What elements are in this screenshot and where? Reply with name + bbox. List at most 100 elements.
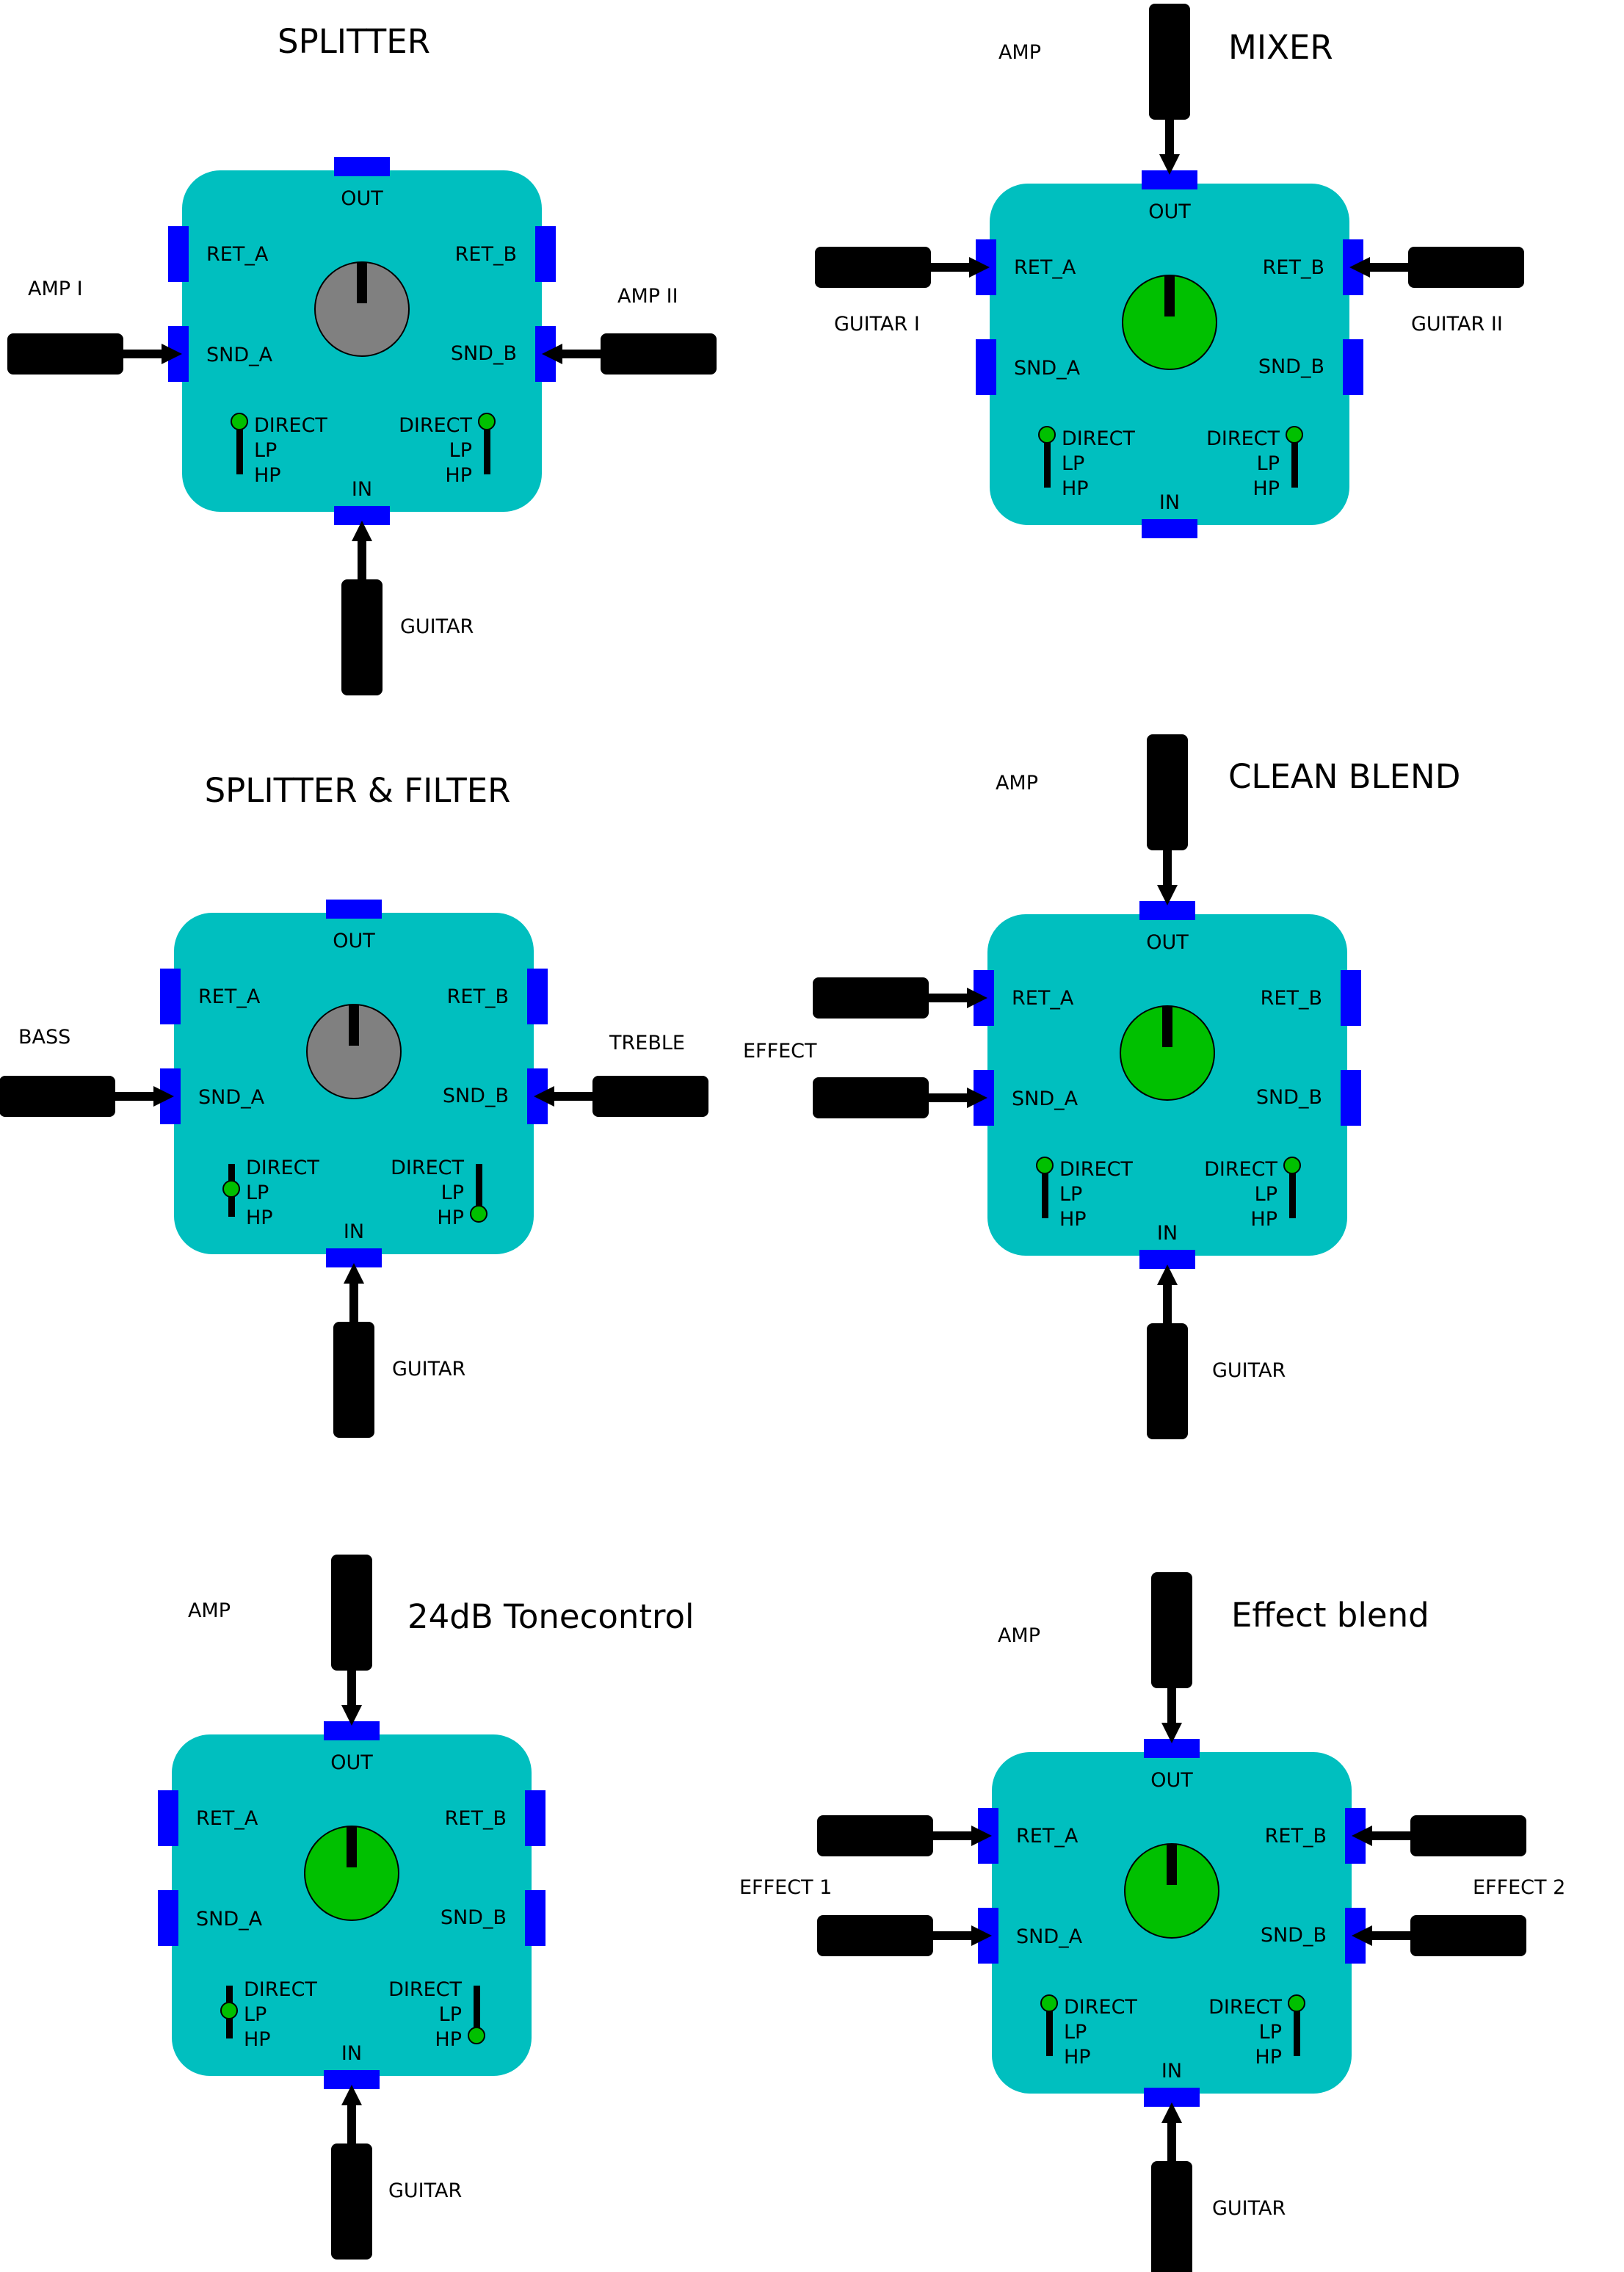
in-label: IN: [352, 478, 372, 501]
bottom-cable: [1167, 2114, 1176, 2163]
led-icon: [231, 413, 248, 430]
snd-b-port: [525, 1890, 545, 1946]
left-snd-jack-plug: [7, 333, 123, 375]
switch-direct-label: DIRECT: [1206, 427, 1280, 450]
top-jack-plug: [1149, 4, 1190, 120]
right-filter-switch: [484, 422, 490, 474]
ret-b-port: [535, 226, 556, 282]
led-icon: [1036, 1157, 1054, 1174]
in-label: IN: [1159, 491, 1180, 514]
snd-a-port: [976, 339, 996, 395]
jack-label-top: AMP: [998, 1624, 1040, 1647]
knob-pointer: [1164, 275, 1175, 316]
jack-label-left_snd: BASS: [18, 1026, 70, 1049]
out-label: OUT: [1146, 931, 1189, 954]
in-port: [1142, 519, 1197, 538]
right-snd-cable: [557, 350, 602, 358]
left-filter-switch: [1046, 2003, 1053, 2056]
arrow-down-icon: [1157, 885, 1178, 905]
diagram-title: SPLITTER & FILTER: [205, 771, 511, 810]
snd-a-port: [158, 1890, 178, 1946]
left-filter-switch: [236, 422, 243, 474]
left-filter-switch: [1044, 435, 1051, 488]
snd-a-label: SND_A: [206, 344, 273, 366]
bottom-cable: [347, 2096, 356, 2145]
snd-b-label: SND_B: [1261, 1924, 1327, 1947]
knob-pointer: [349, 1005, 359, 1046]
switch-lp-label: LP: [1064, 2021, 1087, 2044]
led-icon: [468, 2027, 485, 2044]
jack-label-bottom: GUITAR: [1212, 1359, 1286, 1382]
pedal-diagram-4: CLEAN BLENDOUTINRET_ASND_ARET_BSND_BDIRE…: [743, 734, 1460, 1439]
switch-direct-label: DIRECT: [1059, 1158, 1133, 1181]
left-snd-jack-plug: [813, 1077, 929, 1118]
in-label: IN: [1161, 2060, 1182, 2083]
arrow-up-icon: [352, 521, 372, 541]
ret-b-label: RET_B: [455, 243, 517, 266]
diagram-title: CLEAN BLEND: [1228, 757, 1460, 796]
top-cable: [347, 1668, 356, 1712]
led-icon: [1040, 1994, 1058, 2012]
switch-hp-label: HP: [254, 464, 281, 487]
side-label-left: EFFECT 1: [739, 1876, 832, 1899]
switch-hp-label: HP: [1064, 2046, 1091, 2069]
side-label-right: EFFECT 2: [1473, 1876, 1565, 1899]
right-ret-jack-plug: [1408, 247, 1524, 288]
jack-label-top: AMP: [996, 772, 1038, 795]
arrow-down-icon: [1161, 1723, 1182, 1743]
switch-hp-label: HP: [1059, 1208, 1087, 1231]
right-ret-cable: [1364, 263, 1410, 272]
arrow-down-icon: [341, 1705, 362, 1726]
switch-lp-label: LP: [1257, 452, 1280, 475]
out-label: OUT: [1150, 1769, 1193, 1792]
arrow-right-icon: [162, 344, 182, 364]
snd-a-label: SND_A: [198, 1086, 265, 1109]
arrow-down-icon: [1159, 154, 1180, 175]
arrow-up-icon: [344, 1263, 364, 1284]
snd-b-label: SND_B: [441, 1906, 507, 1929]
bottom-jack-plug: [341, 579, 383, 695]
switch-lp-label: LP: [1059, 1183, 1082, 1206]
arrow-right-icon: [153, 1086, 174, 1107]
switch-direct-label: DIRECT: [399, 414, 472, 437]
snd-a-label: SND_A: [1012, 1088, 1079, 1110]
ret-b-port: [1341, 970, 1361, 1026]
jack-label-bottom: GUITAR: [388, 2179, 462, 2202]
snd-b-label: SND_B: [1258, 355, 1324, 378]
left-snd-cable: [927, 1093, 973, 1102]
switch-lp-label: LP: [254, 439, 277, 462]
knob-pointer: [1167, 1844, 1177, 1885]
switch-hp-label: HP: [1250, 1208, 1277, 1231]
in-label: IN: [1157, 1222, 1178, 1245]
out-port: [326, 900, 382, 919]
switch-hp-label: HP: [1062, 477, 1089, 500]
pedal-diagram-6: Effect blendOUTINRET_ASND_ARET_BSND_BDIR…: [739, 1572, 1565, 2272]
top-jack-plug: [1147, 734, 1188, 850]
left-ret-jack-plug: [813, 977, 929, 1019]
out-label: OUT: [333, 930, 375, 952]
ret-b-label: RET_B: [447, 985, 509, 1008]
left-snd-cable: [122, 350, 167, 358]
jack-label-left_snd: AMP I: [28, 278, 83, 300]
led-icon: [222, 1180, 240, 1198]
ret-a-port: [168, 226, 189, 282]
left-snd-jack-plug: [0, 1076, 115, 1117]
switch-hp-label: HP: [1255, 2046, 1282, 2069]
ret-b-label: RET_B: [1263, 256, 1324, 279]
top-cable: [1165, 117, 1174, 162]
switch-lp-label: LP: [1259, 2021, 1282, 2044]
left-snd-jack-plug: [817, 1915, 933, 1956]
knob-pointer: [1162, 1006, 1172, 1047]
bottom-cable: [358, 532, 366, 581]
switch-direct-label: DIRECT: [246, 1157, 319, 1179]
switch-hp-label: HP: [437, 1206, 464, 1229]
right-snd-jack-plug: [1410, 1915, 1526, 1956]
bottom-jack-plug: [1147, 1323, 1188, 1439]
switch-hp-label: HP: [435, 2028, 462, 2051]
snd-a-label: SND_A: [196, 1908, 263, 1931]
led-icon: [1283, 1157, 1301, 1174]
led-icon: [478, 413, 496, 430]
out-label: OUT: [341, 187, 383, 210]
jack-label-bottom: GUITAR: [400, 615, 474, 638]
switch-direct-label: DIRECT: [1062, 427, 1135, 450]
